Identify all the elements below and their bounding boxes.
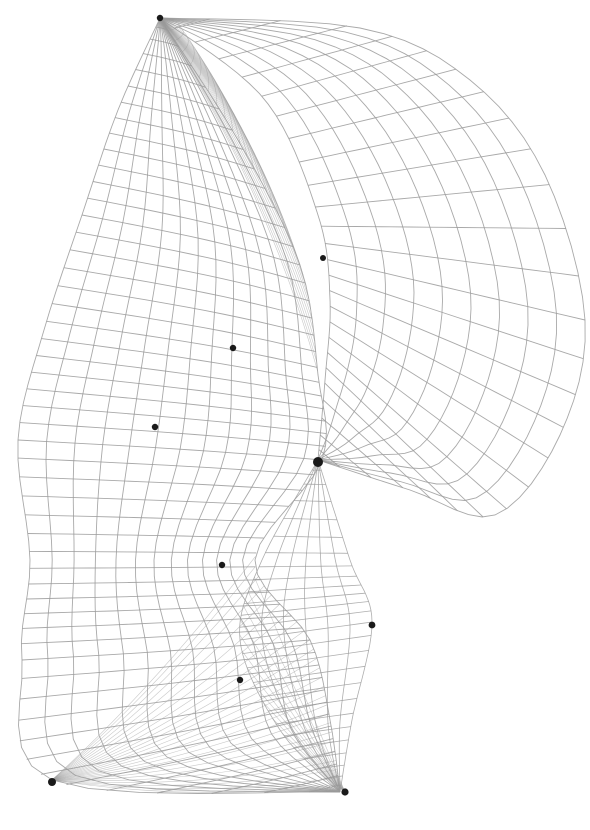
singular-node [48, 778, 56, 786]
mesh-spoke [325, 244, 578, 277]
mesh-spoke [262, 51, 427, 96]
mesh-ring [95, 18, 340, 792]
mesh-spoke [23, 406, 327, 434]
mesh-spoke [320, 435, 371, 477]
mesh-spoke [22, 496, 289, 506]
singular-node [320, 255, 326, 261]
mesh-spoke [299, 118, 509, 162]
mesh-ring [160, 18, 500, 469]
mesh-spoke [36, 356, 321, 397]
mesh-spoke [115, 118, 243, 150]
mesh-spoke [18, 440, 322, 460]
mesh-spoke [42, 339, 320, 383]
mesh-spoke [329, 337, 529, 487]
mesh-spoke [109, 133, 254, 169]
mesh-spoke [25, 515, 275, 523]
mesh-ring [154, 18, 340, 792]
mesh-spoke [20, 477, 303, 491]
singular-node [157, 15, 163, 21]
mesh-spoke [325, 383, 458, 511]
mesh-spoke [28, 534, 264, 539]
mesh-spoke [330, 291, 576, 395]
mesh-spoke [328, 260, 585, 320]
singular-node [152, 424, 158, 430]
mesh-ring [160, 18, 471, 460]
mesh-spoke [27, 592, 269, 599]
mesh-spoke [322, 418, 403, 488]
fan-line [160, 18, 315, 341]
mesh-spoke [22, 616, 291, 628]
fan-line [160, 18, 314, 331]
ring-grid-lines [18, 18, 585, 794]
mesh-spoke [321, 226, 566, 228]
singular-node [230, 345, 236, 351]
mesh-spoke [104, 149, 265, 189]
singular-node [237, 677, 243, 683]
mesh-spoke [315, 185, 549, 207]
mesh-spoke [308, 149, 531, 186]
mesh-spoke [276, 69, 456, 116]
mesh-spoke [29, 580, 260, 584]
mesh-spoke [30, 551, 257, 553]
singular-node [313, 457, 323, 467]
fan-line [243, 606, 345, 792]
mesh-spoke [242, 36, 392, 77]
singular-node [219, 562, 225, 568]
mesh-spoke [329, 275, 584, 359]
singular-node [341, 788, 348, 795]
mesh-ring [160, 18, 585, 517]
mesh-ring [45, 18, 340, 792]
singular-node [369, 622, 376, 629]
fan-line [52, 586, 264, 780]
mesh-spoke [289, 92, 484, 139]
mesh-spoke [18, 458, 314, 475]
mesh-spoke [323, 400, 430, 498]
mesh-spoke [27, 389, 326, 421]
